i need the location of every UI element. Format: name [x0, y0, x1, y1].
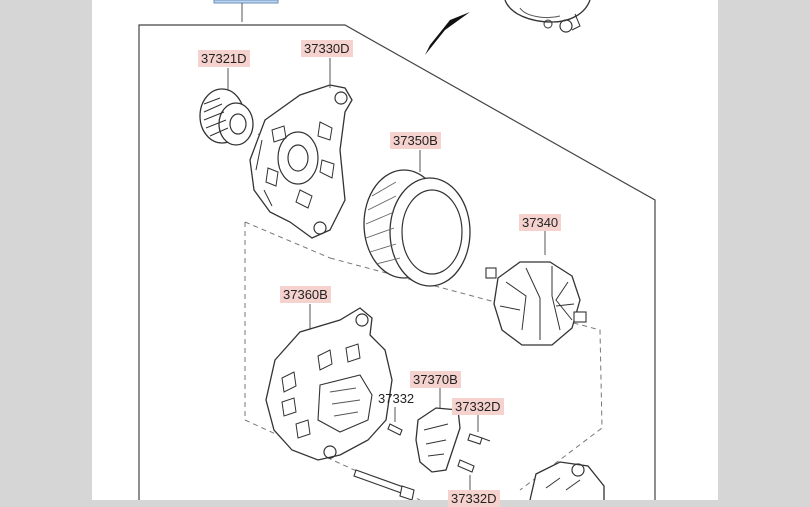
regulator-part: [415, 388, 461, 473]
callout-37332[interactable]: 37332: [378, 391, 415, 406]
callout-37321D[interactable]: 37321D: [198, 50, 250, 67]
through-bolt: [353, 469, 415, 500]
front-housing-part: [249, 84, 353, 239]
callout-37340[interactable]: 37340: [519, 214, 562, 231]
bolt-37332: [387, 407, 403, 436]
assembled-alternator-thumbnail: [425, 0, 591, 55]
stator-part: [363, 150, 471, 287]
pulley-part: [199, 88, 266, 146]
callout-37332D-upper[interactable]: 37332D: [452, 398, 504, 415]
rotor-subassembly-box: [329, 257, 603, 491]
rear-housing-part: [265, 304, 393, 461]
callout-37350B[interactable]: 37350B: [390, 132, 441, 149]
exploded-parts-diagram: [138, 0, 656, 500]
callout-37332D-lower[interactable]: 37332D: [448, 490, 500, 507]
callout-37360B[interactable]: 37360B: [280, 286, 331, 303]
bolt-37332D-upper: [467, 414, 491, 445]
top-tab: [213, 0, 279, 4]
bolt-37332D-lower: [457, 459, 475, 490]
rotor-part: [485, 231, 587, 346]
diagram-sheet: 37321D 37330D 37350B 37340 37360B 37370B…: [92, 0, 718, 507]
callout-37330D[interactable]: 37330D: [301, 40, 353, 57]
rear-cover-part-partial: [529, 461, 605, 500]
assembly-frame: [138, 24, 656, 500]
callout-37370B[interactable]: 37370B: [410, 371, 461, 388]
